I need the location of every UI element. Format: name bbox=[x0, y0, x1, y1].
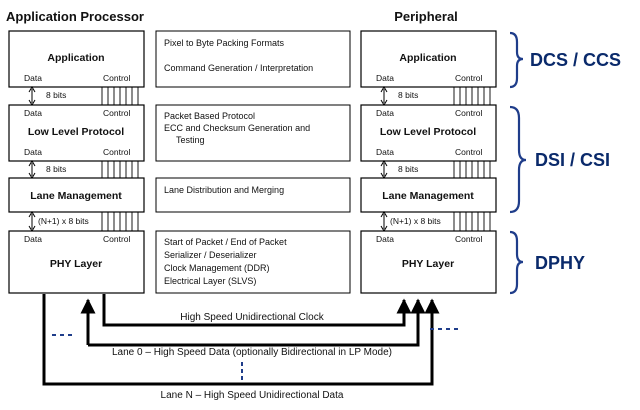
left-stack: Application Data Control 8 bits Data Con… bbox=[8, 30, 145, 294]
descriptions-column: Pixel to Byte Packing Formats Command Ge… bbox=[155, 30, 351, 294]
left-8bits-1: 8 bits bbox=[46, 90, 66, 100]
brace-label-dcs: DCS / CCS bbox=[530, 50, 621, 70]
right-connector-3: (N+1) x 8 bits bbox=[380, 211, 491, 232]
desc-lane-mgmt-line-1: Lane Distribution and Merging bbox=[164, 185, 284, 195]
right-phy-box bbox=[360, 230, 497, 294]
left-llp-data-label-bottom: Data bbox=[24, 147, 42, 157]
right-8bits-2: 8 bits bbox=[398, 164, 418, 174]
brace-label-dsi: DSI / CSI bbox=[535, 150, 610, 170]
desc-application-line-1: Pixel to Byte Packing Formats bbox=[164, 38, 285, 48]
ellipsis-right bbox=[430, 328, 434, 330]
right-application-box bbox=[360, 30, 497, 88]
left-low-level-box bbox=[8, 104, 145, 162]
desc-phy-line-4: Electrical Layer (SLVS) bbox=[164, 276, 256, 286]
ellipsis-left bbox=[52, 334, 56, 336]
desc-low-level-line-2: ECC and Checksum Generation and bbox=[164, 123, 310, 133]
right-phy-control-label: Control bbox=[455, 234, 483, 244]
left-column-title: Application Processor bbox=[6, 9, 144, 24]
brace-dsi: DSI / CSI bbox=[509, 105, 610, 214]
left-phy-box bbox=[8, 230, 145, 294]
desc-application-line-2: Command Generation / Interpretation bbox=[164, 63, 313, 73]
right-column-title: Peripheral bbox=[394, 9, 458, 24]
desc-lane-mgmt-box bbox=[155, 177, 351, 213]
desc-application-box bbox=[155, 30, 351, 88]
right-lane-mgmt-box bbox=[360, 177, 497, 213]
lane-ellipsis-markers bbox=[52, 328, 458, 380]
left-connector-1: 8 bits bbox=[28, 86, 139, 106]
right-llp-data-label-top: Data bbox=[376, 108, 394, 118]
left-phy-data-label: Data bbox=[24, 234, 42, 244]
left-application-label: Application bbox=[47, 52, 104, 64]
right-phy-label: PHY Layer bbox=[402, 258, 454, 270]
right-connector-2: 8 bits bbox=[380, 160, 491, 179]
left-8bits-2: 8 bits bbox=[46, 164, 66, 174]
left-connector-3: (N+1) x 8 bits bbox=[28, 211, 139, 232]
laneN-link: Lane N – High Speed Unidirectional Data bbox=[42, 294, 440, 401]
right-lane-mgmt-label: Lane Management bbox=[382, 190, 474, 202]
right-phy-data-label: Data bbox=[376, 234, 394, 244]
right-app-data-label: Data bbox=[376, 73, 394, 83]
left-n-bits: (N+1) x 8 bits bbox=[38, 216, 89, 226]
left-connector-2: 8 bits bbox=[28, 160, 139, 179]
laneN-link-label: Lane N – High Speed Unidirectional Data bbox=[161, 390, 344, 401]
left-low-level-label: Low Level Protocol bbox=[28, 126, 124, 138]
left-lane-mgmt-box bbox=[8, 177, 145, 213]
left-llp-data-label-top: Data bbox=[24, 108, 42, 118]
desc-low-level-line-1: Packet Based Protocol bbox=[164, 111, 255, 121]
desc-phy-line-3: Clock Management (DDR) bbox=[164, 263, 270, 273]
desc-low-level-line-3: Testing bbox=[176, 135, 205, 145]
left-lane-mgmt-label: Lane Management bbox=[30, 190, 122, 202]
brace-dcs: DCS / CCS bbox=[509, 31, 621, 89]
left-application-box bbox=[8, 30, 145, 88]
brace-label-dphy: DPHY bbox=[535, 253, 585, 273]
right-llp-control-label-bottom: Control bbox=[455, 147, 483, 157]
left-app-data-label: Data bbox=[24, 73, 42, 83]
right-app-control-label: Control bbox=[455, 73, 483, 83]
left-phy-label: PHY Layer bbox=[50, 258, 102, 270]
clock-link-label: High Speed Unidirectional Clock bbox=[180, 312, 324, 323]
right-n-bits: (N+1) x 8 bits bbox=[390, 216, 441, 226]
left-app-control-label: Control bbox=[103, 73, 131, 83]
right-stack: Application Data Control 8 bits Data Con… bbox=[360, 30, 497, 294]
right-llp-control-label-top: Control bbox=[455, 108, 483, 118]
right-low-level-box bbox=[360, 104, 497, 162]
brace-dphy: DPHY bbox=[509, 230, 585, 295]
desc-phy-box bbox=[155, 230, 351, 294]
desc-phy-line-1: Start of Packet / End of Packet bbox=[164, 237, 287, 247]
ellipsis-center bbox=[241, 362, 243, 366]
right-8bits-1: 8 bits bbox=[398, 90, 418, 100]
desc-low-level-box bbox=[155, 104, 351, 162]
left-phy-control-label: Control bbox=[103, 234, 131, 244]
right-connector-1: 8 bits bbox=[380, 86, 491, 106]
lane0-link: Lane 0 – High Speed Data (optionally Bid… bbox=[80, 298, 426, 358]
right-low-level-label: Low Level Protocol bbox=[380, 126, 476, 138]
right-llp-data-label-bottom: Data bbox=[376, 147, 394, 157]
lane0-link-label: Lane 0 – High Speed Data (optionally Bid… bbox=[112, 347, 392, 358]
left-llp-control-label-bottom: Control bbox=[103, 147, 131, 157]
right-application-label: Application bbox=[399, 52, 456, 64]
clock-link: High Speed Unidirectional Clock bbox=[102, 294, 412, 327]
desc-phy-line-2: Serializer / Deserializer bbox=[164, 250, 257, 260]
left-llp-control-label-top: Control bbox=[103, 108, 131, 118]
